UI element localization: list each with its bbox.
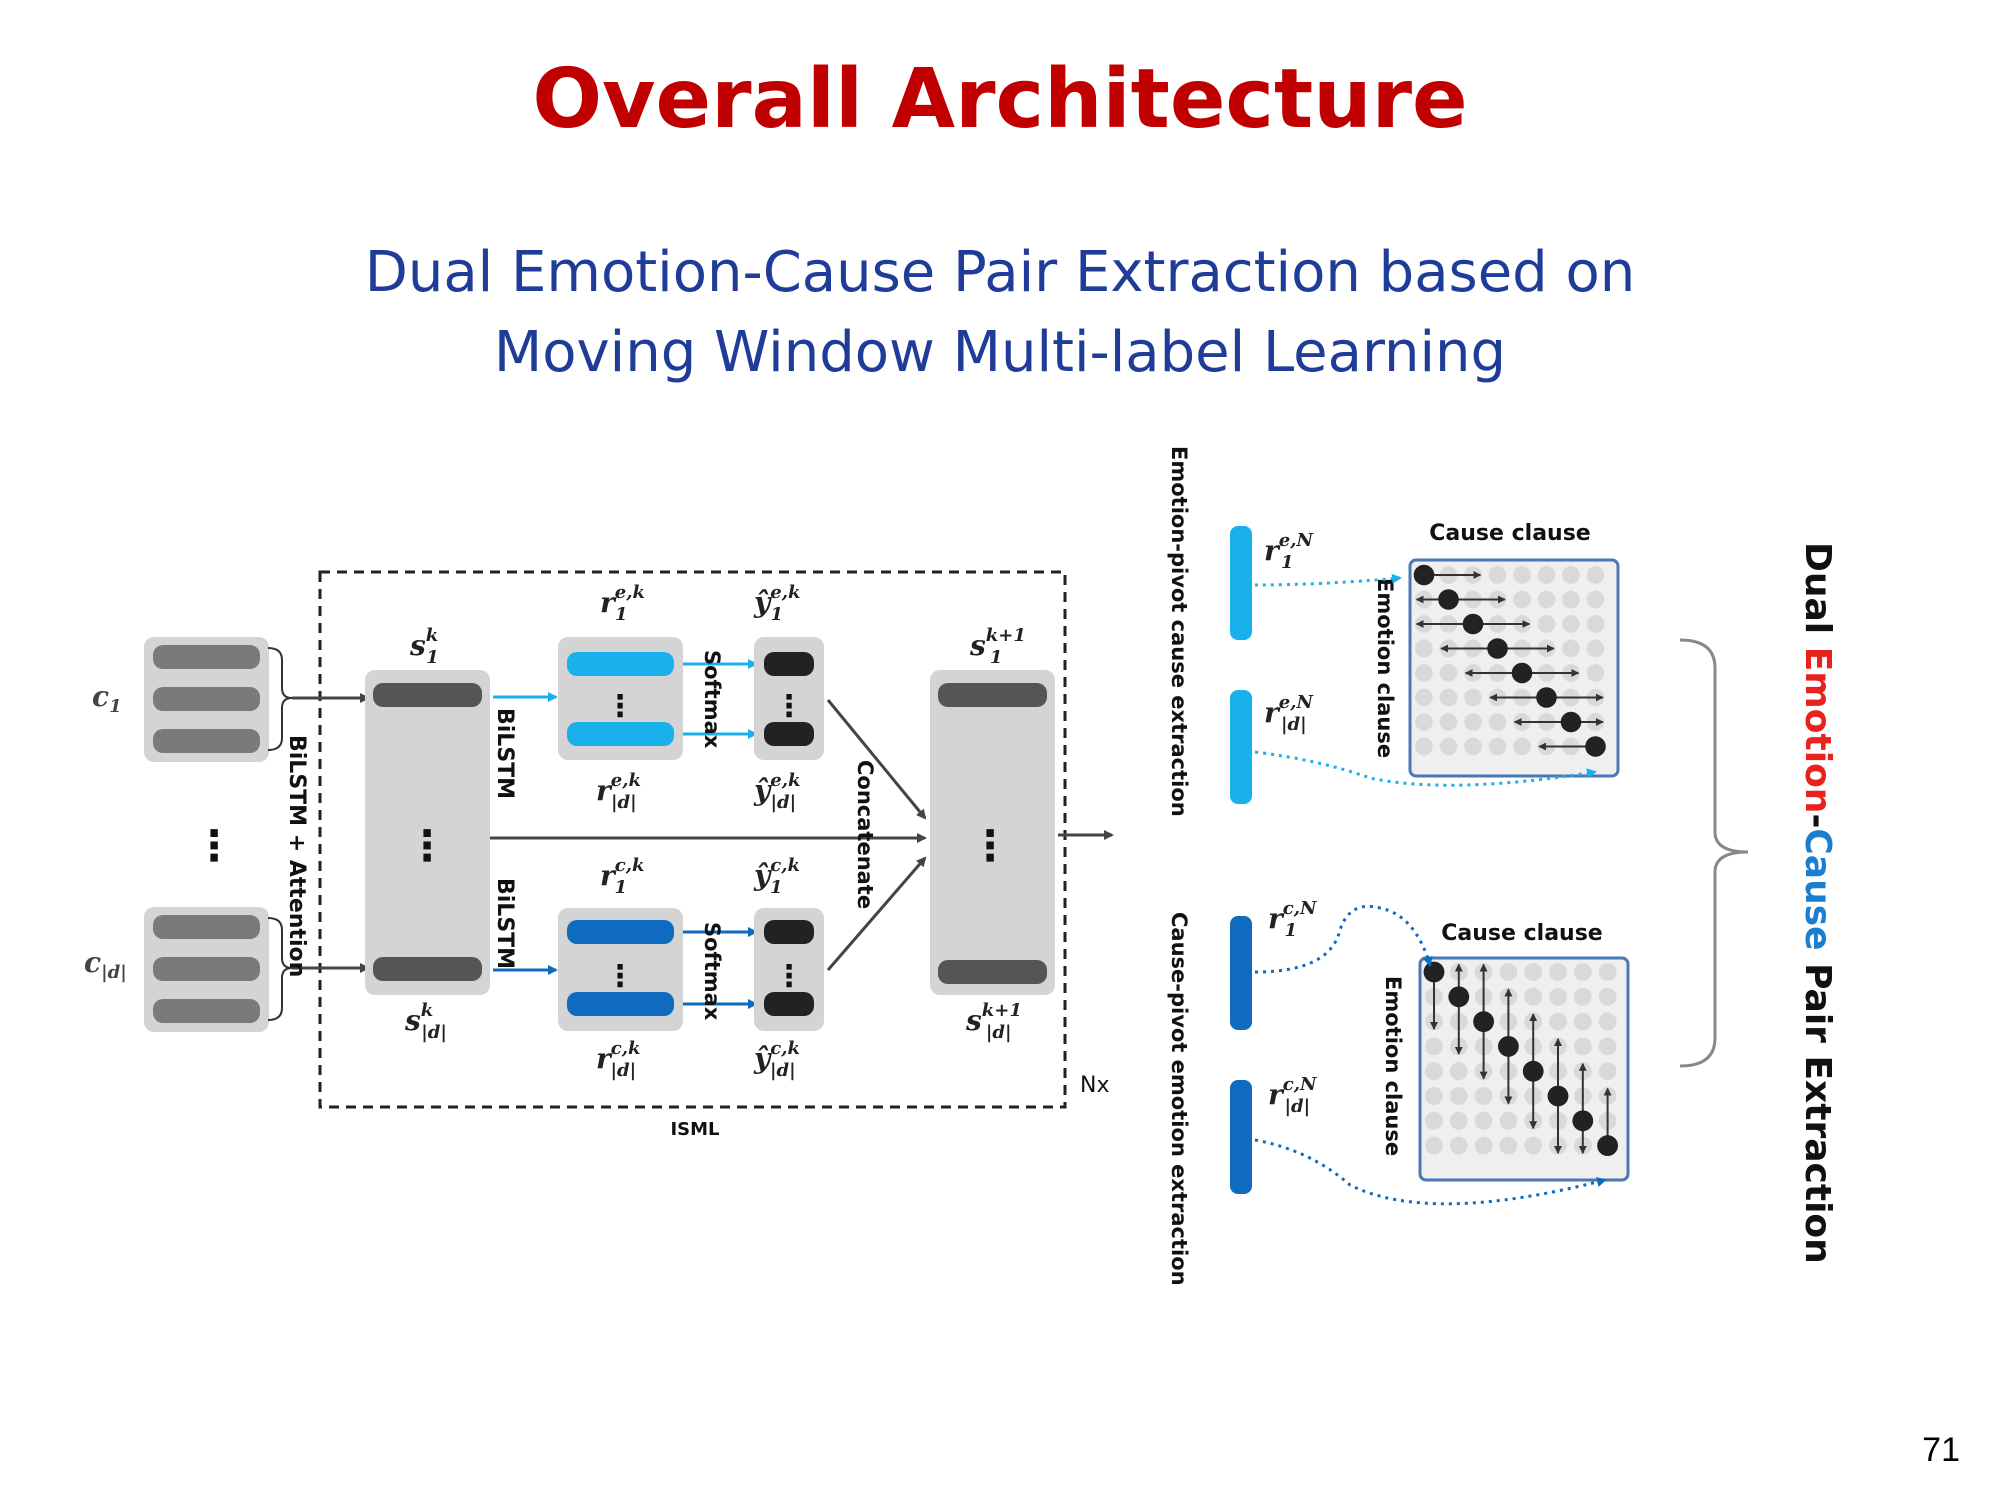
cause-clause-label-bottom: Cause clause bbox=[1441, 921, 1602, 946]
rcN-last-label: rc,N|d| bbox=[1268, 1074, 1318, 1117]
clause-first-label: c1 bbox=[92, 680, 122, 717]
page-number: 71 bbox=[1922, 1431, 1960, 1469]
ye-last-label: ŷe,k|d| bbox=[753, 770, 800, 813]
repeat-label: Nx bbox=[1080, 1073, 1109, 1098]
bilstm-label-bottom: BiLSTM bbox=[492, 878, 517, 969]
emotion-clause-label-bottom: Emotion clause bbox=[1381, 976, 1405, 1156]
rcN-last-vector bbox=[1230, 1080, 1252, 1194]
cause-clause-label-top: Cause clause bbox=[1429, 521, 1590, 546]
clause-group-last bbox=[144, 907, 293, 1032]
clause-ellipsis: ⋮ bbox=[193, 821, 235, 870]
rc-ellipsis: ⋮ bbox=[605, 959, 635, 994]
matrix-grid-bottom bbox=[1423, 961, 1619, 1157]
s-k-ellipsis: ⋮ bbox=[406, 821, 448, 870]
right-brace bbox=[1679, 638, 1749, 1068]
s-k-column bbox=[365, 670, 490, 995]
softmax-label-top: Softmax bbox=[700, 650, 724, 749]
cause-pivot-label: Cause-pivot emotion extraction bbox=[1167, 912, 1191, 1286]
s-next-column bbox=[930, 670, 1055, 995]
reN-first-vector bbox=[1230, 526, 1252, 640]
rcN-first-vector bbox=[1230, 916, 1252, 1030]
s-next-last-label: sk+1|d| bbox=[965, 1000, 1022, 1043]
clause-last-label: c|d| bbox=[84, 946, 127, 983]
matrix-grid-top bbox=[1413, 564, 1606, 757]
emotion-clause-label-top: Emotion clause bbox=[1373, 578, 1397, 758]
reN-last-vector bbox=[1230, 690, 1252, 804]
side-label: Dual Emotion-Cause Pair Extraction bbox=[1797, 542, 1838, 1264]
clause-group-first bbox=[144, 637, 293, 762]
slide-subtitle-line1: Dual Emotion-Cause Pair Extraction based… bbox=[364, 240, 1636, 305]
bilstm-label-top: BiLSTM bbox=[492, 708, 517, 799]
slide-title: Overall Architecture bbox=[532, 52, 1468, 147]
re-ellipsis: ⋮ bbox=[605, 689, 635, 724]
isml-frame bbox=[318, 570, 1067, 1109]
ye-ellipsis: ⋮ bbox=[774, 689, 804, 724]
s-next-ellipsis: ⋮ bbox=[969, 821, 1011, 870]
rc-last-label: rc,k|d| bbox=[596, 1038, 640, 1081]
s-last-label: sk|d| bbox=[404, 1000, 447, 1043]
concatenate-label: Concatenate bbox=[853, 760, 877, 909]
re-last-label: re,k|d| bbox=[596, 770, 641, 813]
softmax-label-bottom: Softmax bbox=[700, 922, 724, 1021]
reN-last-label: re,N|d| bbox=[1264, 692, 1314, 735]
encoder-label: BiLSTM + Attention bbox=[284, 735, 309, 977]
slide-subtitle-line2: Moving Window Multi-label Learning bbox=[493, 320, 1507, 385]
yc-last-label: ŷc,k|d| bbox=[753, 1038, 800, 1081]
yc-ellipsis: ⋮ bbox=[774, 959, 804, 994]
emotion-pivot-label: Emotion-pivot cause extraction bbox=[1167, 446, 1191, 817]
isml-label: ISML bbox=[670, 1119, 719, 1140]
